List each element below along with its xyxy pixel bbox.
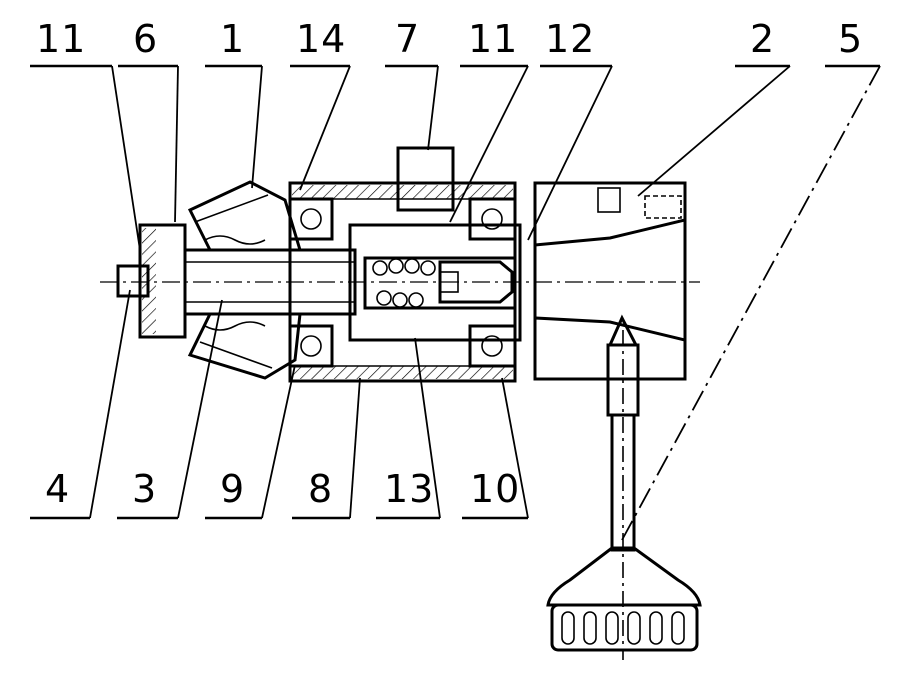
label-1: 1	[220, 17, 245, 61]
bottom-labels: 4 3 9 8 13 10	[30, 467, 528, 520]
label-8: 8	[308, 467, 333, 511]
chuck-body	[533, 181, 687, 381]
label-5: 5	[838, 17, 863, 61]
label-4: 4	[45, 467, 70, 511]
shaft	[116, 223, 357, 339]
label-3: 3	[132, 467, 157, 511]
label-2: 2	[750, 17, 775, 61]
housing	[288, 181, 517, 383]
label-13: 13	[384, 467, 434, 511]
label-7: 7	[395, 17, 420, 61]
label-14: 14	[296, 17, 346, 61]
top-labels: 11 6 1 14 7 11 12 2 5	[30, 17, 880, 68]
handle-knurls	[561, 611, 685, 645]
spindle-core	[348, 223, 522, 342]
label-6: 6	[133, 17, 158, 61]
label-12: 12	[545, 17, 595, 61]
label-11-left: 11	[36, 17, 86, 61]
abrasive-block	[396, 146, 455, 212]
bearings	[288, 197, 517, 368]
ball-row	[372, 258, 436, 308]
bevel-gear	[187, 180, 303, 380]
label-11-middle: 11	[468, 17, 518, 61]
label-10: 10	[470, 467, 520, 511]
label-9: 9	[220, 467, 245, 511]
handle	[546, 314, 702, 660]
